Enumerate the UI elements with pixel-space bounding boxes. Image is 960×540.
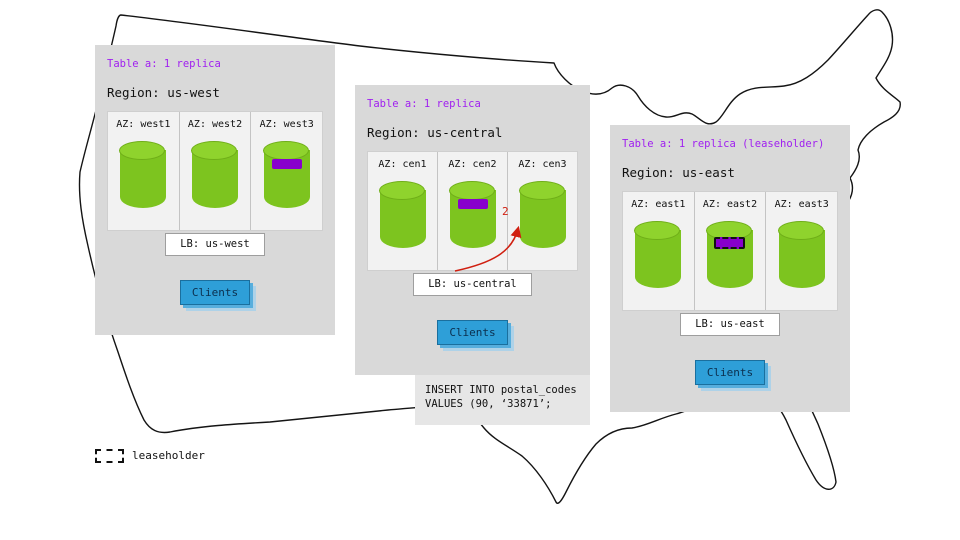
replica-marker-icon (457, 199, 488, 209)
az-label: AZ: east3 (774, 199, 829, 210)
clients-box: Clients (179, 280, 251, 305)
database-cylinder-icon (518, 181, 566, 248)
leaseholder-swatch-icon (95, 449, 124, 463)
database-cylinder-icon (378, 181, 426, 248)
arrow-step-label: 2 (502, 205, 509, 218)
sql-line-2: VALUES (90, ‘33871’; (425, 398, 552, 410)
leaseholder-marker-icon (714, 237, 745, 249)
table-replica-label: Table a: 1 replica (leaseholder) (622, 138, 825, 150)
region-title: Region: us-east (622, 165, 735, 180)
database-cylinder-icon (634, 221, 682, 288)
az-label: AZ: east2 (702, 199, 758, 210)
az-column-west1: AZ: west1 (108, 112, 179, 230)
database-cylinder-icon (262, 141, 310, 208)
sql-line-1: INSERT INTO postal_codes (425, 384, 577, 396)
az-label: AZ: cen2 (448, 159, 497, 170)
az-column-east3: AZ: east3 (765, 192, 837, 310)
az-label: AZ: cen1 (378, 159, 427, 170)
table-replica-label: Table a: 1 replica (367, 98, 481, 110)
az-column-cen1: AZ: cen1 (368, 152, 437, 270)
region-title: Region: us-west (107, 85, 220, 100)
az-label: AZ: east1 (631, 199, 686, 210)
table-replica-label: Table a: 1 replica (107, 58, 221, 70)
database-cylinder-icon (777, 221, 825, 288)
az-label: AZ: cen3 (518, 159, 567, 170)
az-row: AZ: cen1 AZ: cen2 AZ: cen3 (367, 151, 578, 271)
az-column-cen3: AZ: cen3 (507, 152, 577, 270)
replica-marker-icon (271, 159, 302, 169)
az-column-east1: AZ: east1 (623, 192, 694, 310)
az-column-east2: AZ: east2 (693, 192, 766, 310)
database-cylinder-icon (706, 221, 753, 288)
clients-box: Clients (694, 360, 766, 385)
az-row: AZ: east1 AZ: east2 AZ: east3 (622, 191, 838, 311)
region-title: Region: us-central (367, 125, 503, 140)
load-balancer-box: LB: us-west (165, 233, 265, 256)
az-column-cen2: AZ: cen2 (437, 152, 507, 270)
clients-box: Clients (437, 320, 508, 345)
az-label: AZ: west3 (259, 119, 314, 130)
az-column-west3: AZ: west3 (250, 112, 322, 230)
legend-label: leaseholder (132, 449, 205, 462)
database-cylinder-icon (191, 141, 238, 208)
database-cylinder-icon (119, 141, 167, 208)
load-balancer-box: LB: us-east (680, 313, 780, 336)
region-panel-us-east: Table a: 1 replica (leaseholder) Region:… (610, 125, 850, 412)
region-panel-us-west: Table a: 1 replica Region: us-west AZ: w… (95, 45, 335, 335)
load-balancer-box: LB: us-central (413, 273, 532, 296)
az-label: AZ: west1 (116, 119, 171, 130)
az-row: AZ: west1 AZ: west2 AZ: west3 (107, 111, 323, 231)
az-label: AZ: west2 (187, 119, 243, 130)
region-panel-us-central: Table a: 1 replica Region: us-central AZ… (355, 85, 590, 375)
az-column-west2: AZ: west2 (178, 112, 251, 230)
database-cylinder-icon (448, 181, 496, 248)
sql-statement-note: INSERT INTO postal_codes VALUES (90, ‘33… (415, 375, 590, 425)
legend: leaseholder (95, 449, 205, 463)
